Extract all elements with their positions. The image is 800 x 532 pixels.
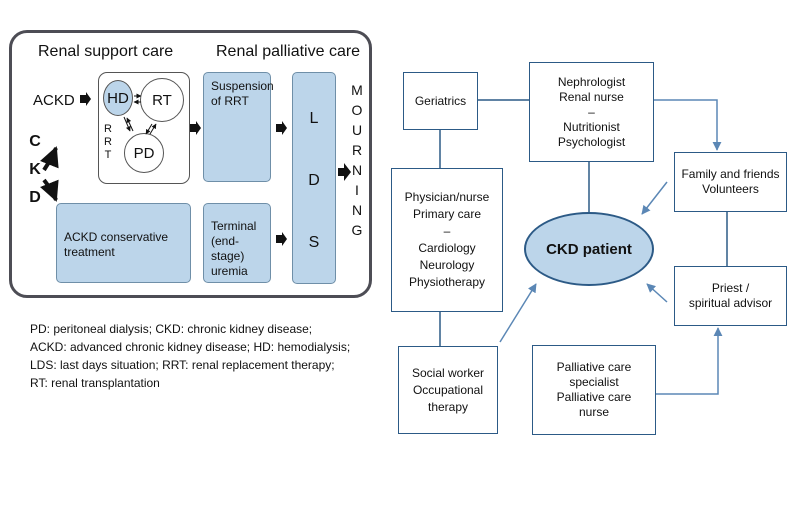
heading-renal-palliative-care: Renal palliative care <box>216 43 361 60</box>
terminal-uremia-box: Terminal (end-stage) uremia <box>203 203 271 283</box>
terminal-uremia-text: Terminal (end-stage) uremia <box>211 219 257 278</box>
team-line: spiritual advisor <box>688 296 773 310</box>
team-line: Psychologist <box>557 134 626 149</box>
hd-circle: HD <box>103 80 133 116</box>
nephrologist-box: Nephrologist Renal nurse – Nutritionist … <box>529 62 654 162</box>
lds-box: L D S <box>292 72 336 284</box>
team-line: Renal nurse <box>559 89 624 104</box>
family-box: Family and friends Volunteers <box>674 152 787 212</box>
suspension-of-rrt-box: Suspension of RRT <box>203 72 274 182</box>
network-arrows <box>499 95 723 399</box>
mourning-letter: U <box>351 122 363 138</box>
team-line: Neurology <box>419 258 475 272</box>
physician-box: Physician/nurse Primary care – Cardiolog… <box>391 168 503 312</box>
mourning-letter: N <box>351 162 363 178</box>
team-line: Nutritionist <box>563 119 620 134</box>
legend-line: PD: peritoneal dialysis; CKD: chronic ki… <box>30 322 313 336</box>
mourning-letter: G <box>351 222 363 238</box>
ackd-label: ACKD <box>33 92 75 109</box>
flow-arrows <box>80 92 351 246</box>
pd-circle: PD <box>124 133 164 173</box>
ckd-patient-label: CKD patient <box>546 240 632 258</box>
team-line: nurse <box>578 405 610 419</box>
social-worker-box: Social worker Occupational therapy <box>398 346 498 434</box>
lds-letter: S <box>308 234 320 251</box>
suspension-of-rrt-text: Suspension of RRT <box>211 79 274 108</box>
team-line: specialist <box>569 375 619 389</box>
team-line: Social worker <box>411 365 485 380</box>
heading-renal-support-care: Renal support care <box>38 43 174 60</box>
geriatrics-label: Geriatrics <box>414 93 467 108</box>
mourning-letter: M <box>351 82 363 98</box>
geriatrics-box: Geriatrics <box>403 72 478 130</box>
lds-vertical-label: L D S <box>293 109 335 253</box>
legend-line: RT: renal transplantation <box>30 376 160 390</box>
priest-box: Priest / spiritual advisor <box>674 266 787 326</box>
team-line: – <box>443 224 451 238</box>
rrt-letter: R <box>104 136 112 148</box>
team-line: Palliative care <box>556 360 632 374</box>
rt-circle: RT <box>140 78 184 122</box>
mourning-letter: I <box>355 182 359 198</box>
team-line: Priest / <box>711 281 750 295</box>
team-line: Occupational <box>412 382 484 397</box>
ackd-conservative-text: ACKD conservative treatment <box>64 230 169 259</box>
team-line: – <box>588 104 595 119</box>
mourning-letter: N <box>351 202 363 218</box>
team-line: Family and friends <box>681 167 780 181</box>
ckd-letter: K <box>29 161 41 178</box>
mourning-letter: R <box>351 142 363 158</box>
lds-letter: L <box>309 110 319 127</box>
ckd-letter: D <box>29 189 41 206</box>
palliative-specialist-box: Palliative care specialist Palliative ca… <box>532 345 656 435</box>
ackd-conservative-box: ACKD conservative treatment <box>56 203 191 283</box>
rrt-letter: T <box>104 149 112 161</box>
mourning-letter: O <box>351 102 363 118</box>
network-lines <box>439 99 728 346</box>
team-line: Physiotherapy <box>408 275 486 289</box>
team-line: Nephrologist <box>557 74 626 89</box>
abbreviation-legend: PD: peritoneal dialysis; CKD: chronic ki… <box>30 320 350 392</box>
lds-letter: D <box>308 172 320 189</box>
ckd-letter: C <box>29 133 41 150</box>
legend-line: LDS: last days situation; RRT: renal rep… <box>30 358 335 372</box>
ckd-patient-ellipse: CKD patient <box>524 212 654 286</box>
rrt-letter: R <box>104 123 112 135</box>
team-line: Palliative care <box>556 390 632 404</box>
renal-care-panel <box>9 30 372 298</box>
team-line: Volunteers <box>702 182 759 196</box>
team-line: Cardiology <box>418 241 476 255</box>
team-line: Physician/nurse <box>404 190 490 204</box>
team-line: therapy <box>427 399 469 414</box>
legend-line: ACKD: advanced chronic kidney disease; H… <box>30 340 351 354</box>
team-line: Primary care <box>412 207 481 221</box>
